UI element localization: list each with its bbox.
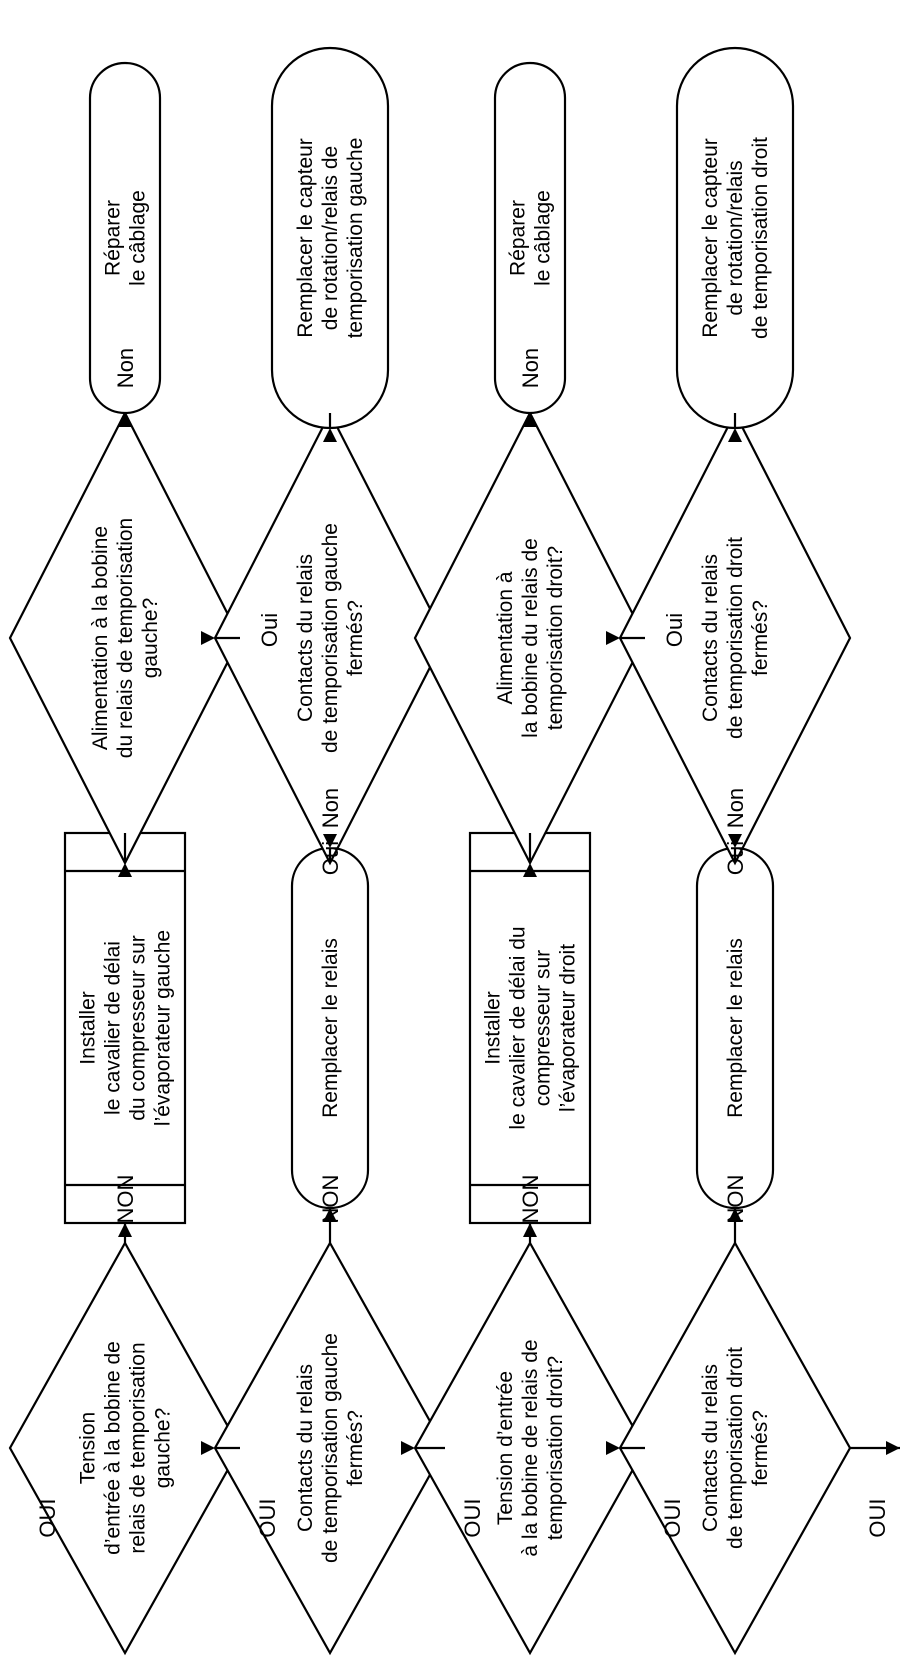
label-non-r3: NON — [518, 1175, 543, 1224]
node-line: Contacts du relais — [294, 1364, 317, 1532]
node-line: la bobine du relais de — [519, 538, 542, 738]
arrow-c1-c2 — [323, 1208, 337, 1222]
node-line: Tension d’entrée — [494, 1371, 517, 1525]
node-line: Réparer — [507, 200, 530, 276]
node-line: fermés? — [344, 1410, 367, 1486]
node-line: l’évaporateur droit — [557, 944, 580, 1112]
node-line: Réparer — [102, 200, 125, 276]
node-text-r3c4: Réparerle câblage — [507, 190, 555, 286]
node-text-r2c1: Contacts du relaisde temporisation gauch… — [294, 1333, 367, 1563]
node-text-r1c3: Alimentation à la bobinedu relais de tem… — [89, 518, 162, 758]
arrow-c1-c2 — [523, 1223, 537, 1237]
arrow-c1-c2 — [118, 1223, 132, 1237]
node-line: Remplacer le capteur — [699, 138, 722, 338]
node-text-r3c2: Installerle cavalier de délai ducompress… — [482, 926, 580, 1129]
arrow-c1-down — [201, 1441, 215, 1455]
node-line: temporisation droit? — [544, 546, 567, 730]
node-line: Remplacer le relais — [724, 938, 747, 1118]
label-oui-r1: OUI — [255, 1498, 280, 1537]
node-line: Alimentation à — [494, 571, 517, 704]
node-text-r4c2: Remplacer le relais — [724, 938, 747, 1118]
node-line: du compresseur sur — [127, 935, 150, 1121]
label-non-r4: NON — [723, 1175, 748, 1224]
node-text-r3c1: Tension d’entréeà la bobine de relais de… — [494, 1339, 567, 1556]
node-text-r1c2: Installerle cavalier de délaidu compress… — [77, 930, 175, 1126]
label-c3-oui-r1: Oui — [257, 613, 282, 647]
node-line: de temporisation droit — [724, 537, 747, 739]
node-line: de rotation/relais — [724, 160, 747, 315]
arrow-c3-down — [201, 631, 215, 645]
label-c3-non-r1: Non — [113, 348, 138, 388]
node-line: le câblage — [127, 190, 150, 286]
arrow-c2-c3 — [523, 863, 537, 877]
node-line: le cavalier de délai — [102, 941, 125, 1115]
node-line: à la bobine de relais de — [519, 1339, 542, 1556]
node-text-r1c1: Tensiond’entrée à la bobine derelais de … — [77, 1341, 175, 1555]
label-c3-oui-r4: Oui — [723, 841, 748, 875]
arrow-c3-c2 — [728, 834, 742, 848]
node-line: Tension — [77, 1412, 100, 1484]
node-line: Installer — [482, 991, 505, 1065]
arrow-c1-down — [401, 1441, 415, 1455]
node-text-r4c4: Remplacer le capteurde rotation/relaisde… — [699, 137, 772, 339]
node-line: du relais de temporisation — [114, 518, 137, 758]
node-line: Contacts du relais — [699, 554, 722, 722]
node-text-r2c2: Remplacer le relais — [319, 938, 342, 1118]
node-line: d’entrée à la bobine de — [102, 1341, 125, 1555]
node-text-r4c1: Contacts du relaisde temporisation droit… — [699, 1347, 772, 1549]
node-line: Remplacer le relais — [319, 938, 342, 1118]
arrow-c3-down — [606, 631, 620, 645]
arrow-c3-c2 — [323, 834, 337, 848]
label-c3-non-r4: Non — [723, 788, 748, 828]
label-c3-oui-r3: Oui — [662, 613, 687, 647]
node-line: Installer — [77, 991, 100, 1065]
label-c3-oui-r2: Oui — [318, 841, 343, 875]
node-line: de rotation/relais de — [319, 146, 342, 330]
label-oui-r3: OUI — [660, 1498, 685, 1537]
arrow-c1-c2 — [728, 1208, 742, 1222]
node-line: relais de temporisation — [127, 1342, 150, 1553]
node-line: Remplacer le capteur — [294, 138, 317, 338]
node-line: le câblage — [532, 190, 555, 286]
label-oui-entry: OUI — [35, 1498, 60, 1537]
node-text-r2c4: Remplacer le capteurde rotation/relais d… — [294, 138, 367, 339]
label-non-r2: NON — [318, 1175, 343, 1224]
node-line: le cavalier de délai du — [507, 926, 530, 1129]
node-line: compresseur sur — [532, 950, 555, 1106]
label-c3-non-r2: Non — [318, 788, 343, 828]
node-text-r2c3: Contacts du relaisde temporisation gauch… — [294, 523, 367, 753]
label-non-r1: NON — [113, 1175, 138, 1224]
node-line: Contacts du relais — [294, 554, 317, 722]
node-line: de temporisation gauche — [319, 1333, 342, 1563]
arrow-c1-exit — [886, 1441, 900, 1455]
node-line: de temporisation droit — [724, 1347, 747, 1549]
node-line: Alimentation à la bobine — [89, 526, 112, 750]
arrow-c3-c4 — [728, 428, 742, 442]
node-line: gauche? — [139, 598, 162, 679]
label-oui-r2: OUI — [460, 1498, 485, 1537]
node-line: de temporisation droit — [749, 137, 772, 339]
arrow-c3-c4 — [118, 413, 132, 427]
node-line: l’évaporateur gauche — [152, 930, 175, 1126]
node-line: temporisation droit? — [544, 1356, 567, 1540]
label-oui-r4: OUI — [865, 1498, 890, 1537]
node-line: de temporisation gauche — [319, 523, 342, 753]
node-line: fermés? — [749, 600, 772, 676]
node-text-r4c3: Contacts du relaisde temporisation droit… — [699, 537, 772, 739]
node-line: gauche? — [152, 1408, 175, 1489]
node-line: fermés? — [344, 600, 367, 676]
node-line: fermés? — [749, 1410, 772, 1486]
arrow-c3-c4 — [323, 428, 337, 442]
node-line: Contacts du relais — [699, 1364, 722, 1532]
node-text-r3c3: Alimentation àla bobine du relais detemp… — [494, 538, 567, 738]
arrow-c1-down — [606, 1441, 620, 1455]
node-line: temporisation gauche — [344, 138, 367, 339]
label-c3-non-r3: Non — [518, 348, 543, 388]
node-text-r1c4: Réparerle câblage — [102, 190, 150, 286]
arrow-c2-c3 — [118, 863, 132, 877]
arrow-c3-c4 — [523, 413, 537, 427]
